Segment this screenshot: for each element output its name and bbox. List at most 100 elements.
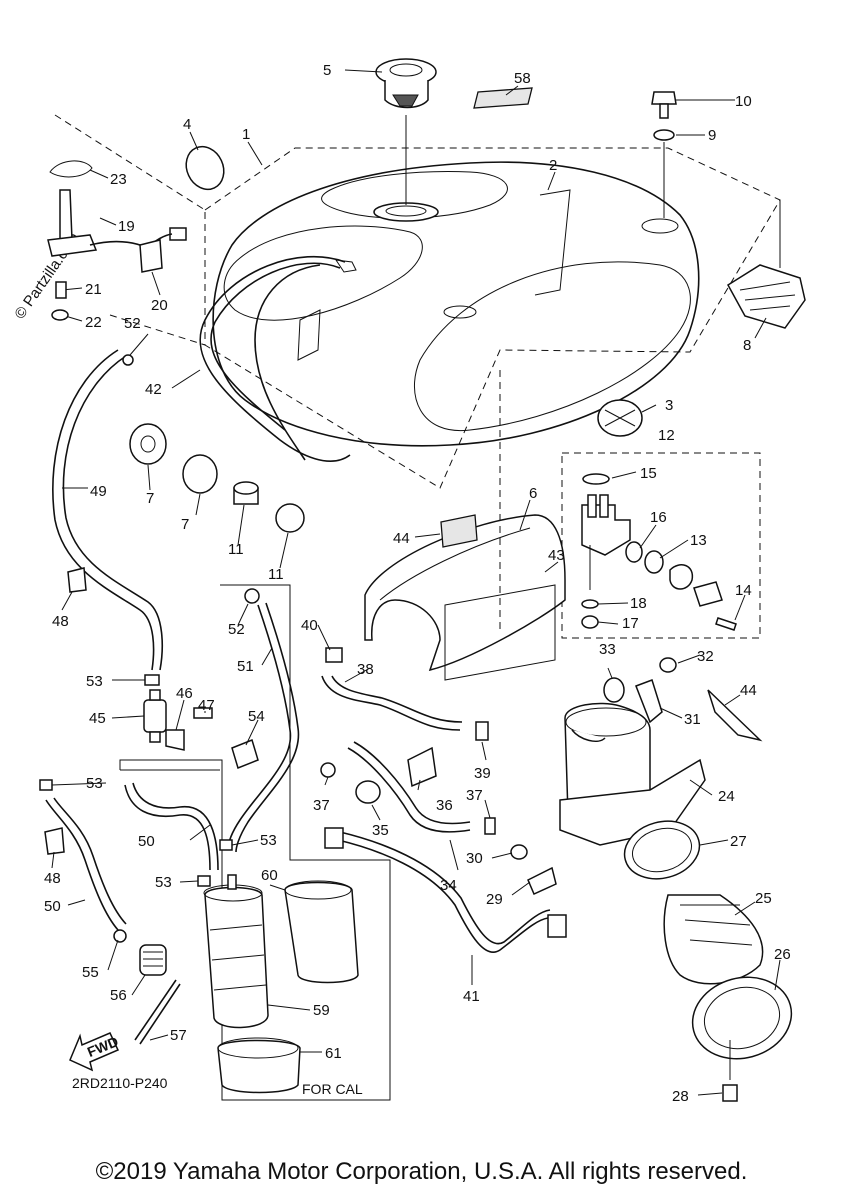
callout-59: 59	[313, 1002, 330, 1019]
band-61	[217, 1037, 301, 1094]
clamp-55	[113, 929, 127, 943]
callout-16: 16	[650, 509, 667, 526]
screw-14	[715, 617, 737, 631]
callout-60: 60	[261, 867, 278, 884]
clamp-39	[475, 721, 489, 741]
callout-7a: 7	[146, 490, 154, 507]
callout-28: 28	[672, 1088, 689, 1105]
breather-hose-49	[52, 349, 164, 671]
callout-5: 5	[323, 62, 331, 79]
callout-25: 25	[755, 890, 772, 907]
emblem-3	[597, 399, 643, 437]
diagram-code: 2RD2110-P240	[72, 1075, 168, 1091]
callout-39: 39	[474, 765, 491, 782]
cap-11b	[275, 503, 305, 533]
callout-3: 3	[665, 397, 673, 414]
bolt-28	[722, 1084, 738, 1102]
callout-13: 13	[690, 532, 707, 549]
callout-35: 35	[372, 822, 389, 839]
fuel-hose-34	[347, 741, 471, 833]
callout-53c: 53	[260, 832, 277, 849]
callout-34: 34	[440, 877, 457, 894]
label-44b	[707, 689, 763, 742]
bracket-31	[635, 679, 663, 724]
callout-57: 57	[170, 1027, 187, 1044]
callout-53a: 53	[86, 673, 103, 690]
hose-50b	[124, 782, 219, 871]
callout-51: 51	[237, 658, 254, 675]
callout-55: 55	[82, 964, 99, 981]
callout-32: 32	[697, 648, 714, 665]
callout-49: 49	[90, 483, 107, 500]
clip-37a	[320, 762, 336, 778]
o-ring-15	[582, 473, 610, 485]
callouts: 1 2 3 4 5 6 7 7 8 9 10 11 11 12 13 14 15…	[44, 62, 791, 1105]
callout-43: 43	[548, 547, 565, 564]
label-43	[444, 584, 556, 681]
callout-38: 38	[357, 661, 374, 678]
callout-22: 22	[85, 314, 102, 331]
fuel-cock-body	[581, 494, 631, 556]
sender-assembly-19	[47, 189, 187, 257]
clamp-40	[325, 647, 343, 663]
clamp-53a	[144, 674, 160, 686]
callout-4: 4	[183, 116, 191, 133]
callout-9: 9	[708, 127, 716, 144]
fuel-hose-38	[321, 675, 463, 731]
callout-53d: 53	[155, 874, 172, 891]
callout-26: 26	[774, 946, 791, 963]
callout-31: 31	[684, 711, 701, 728]
fuel-filter-45	[143, 689, 167, 743]
label-58	[473, 87, 533, 109]
callout-1: 1	[242, 126, 250, 143]
clamp-54	[231, 738, 259, 770]
label-44a	[440, 514, 478, 548]
callout-7b: 7	[181, 516, 189, 533]
o-ring-13	[644, 550, 664, 574]
callout-48b: 48	[44, 870, 61, 887]
callout-20: 20	[151, 297, 168, 314]
grommet-35	[355, 780, 381, 804]
washer-9	[653, 129, 675, 141]
leader-lines	[51, 69, 781, 1096]
bracket-29	[527, 866, 557, 895]
damper-7a	[129, 423, 167, 465]
clamp-53b	[39, 779, 53, 791]
callout-12: 12	[658, 427, 675, 444]
hose-51	[227, 602, 300, 853]
callout-50b: 50	[44, 898, 61, 915]
clamp-48a	[67, 567, 87, 593]
fuel-cap-5	[375, 58, 437, 109]
grommet-11a	[233, 481, 259, 505]
callout-11b: 11	[268, 566, 284, 583]
gasket-4	[185, 145, 225, 191]
plate-13	[693, 581, 723, 607]
screw-17	[581, 615, 599, 629]
for-cal-section	[119, 584, 391, 1101]
hose-57	[134, 979, 181, 1045]
callout-30: 30	[466, 850, 483, 867]
callout-50a: 50	[138, 833, 155, 850]
cover-60	[284, 880, 359, 984]
callout-46: 46	[176, 685, 193, 702]
washer-22	[51, 309, 69, 321]
callout-52b: 52	[228, 621, 245, 638]
callout-18: 18	[630, 595, 647, 612]
clamp-48b	[44, 827, 65, 855]
callout-54: 54	[248, 708, 265, 725]
screw-32	[659, 657, 677, 673]
callout-44a: 44	[393, 530, 410, 547]
bolt-21	[55, 281, 67, 299]
callout-23: 23	[110, 171, 127, 188]
bolt-10	[651, 91, 677, 119]
grommet-33	[603, 677, 625, 703]
callout-47: 47	[198, 697, 215, 714]
callout-17: 17	[622, 615, 639, 632]
bolt-30	[510, 844, 528, 860]
clamp-53d	[197, 875, 211, 887]
check-valve-56	[139, 944, 167, 976]
callout-10: 10	[735, 93, 752, 110]
clip-52b	[244, 588, 260, 604]
spring-clip-23	[49, 160, 93, 178]
